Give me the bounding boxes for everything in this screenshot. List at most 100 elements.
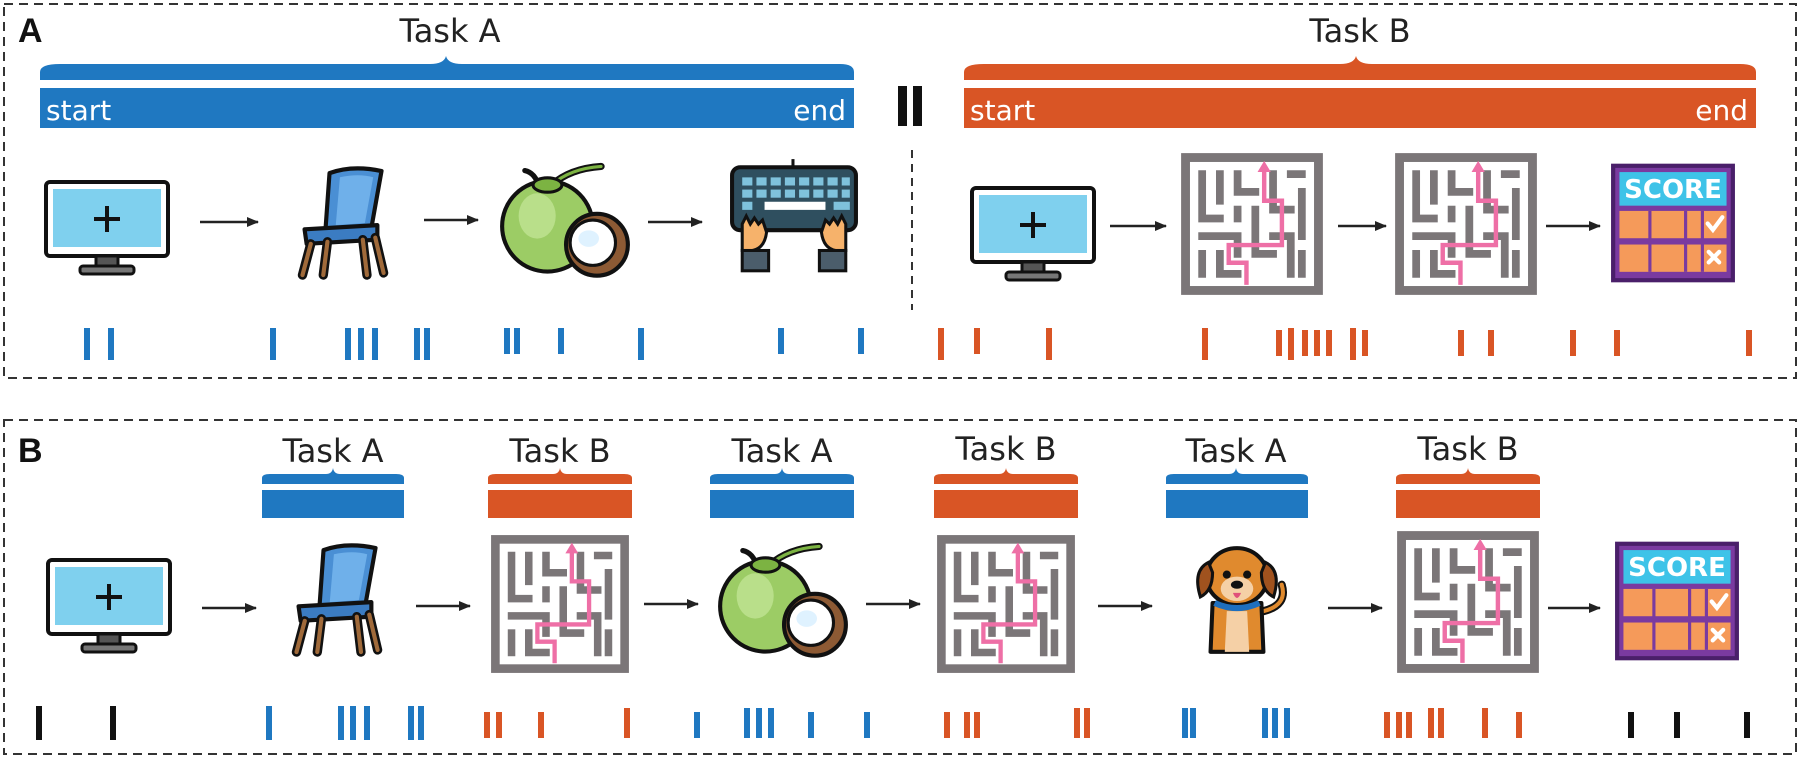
event-tick bbox=[1314, 330, 1320, 356]
event-tick bbox=[778, 328, 784, 354]
segment-bar bbox=[262, 490, 404, 518]
event-tick bbox=[1628, 712, 1634, 738]
segment-bar bbox=[488, 490, 632, 518]
panel-a-task-a-brace bbox=[40, 56, 854, 80]
segment-bar bbox=[710, 490, 854, 518]
maze-icon bbox=[1186, 158, 1319, 291]
event-tick bbox=[1406, 712, 1412, 738]
monitor-fixation-icon bbox=[48, 560, 170, 652]
panel-b-neutral-events bbox=[36, 706, 1750, 740]
event-tick bbox=[424, 328, 430, 360]
event-tick bbox=[1428, 708, 1434, 738]
event-tick bbox=[1046, 328, 1052, 360]
panel-b-segment-2: Task B bbox=[488, 432, 632, 518]
event-tick bbox=[108, 328, 114, 360]
event-tick bbox=[36, 706, 42, 740]
event-tick bbox=[1744, 712, 1750, 738]
event-tick bbox=[1326, 330, 1332, 356]
event-tick bbox=[514, 328, 520, 354]
panel-b: B Task A Task B Task A Task B Task A bbox=[3, 419, 1797, 755]
panel-b-segment-4: Task B bbox=[934, 430, 1078, 518]
event-tick bbox=[1302, 330, 1308, 356]
panel-a-task-b-start-label: start bbox=[970, 94, 1035, 127]
keyboard-typing-icon bbox=[732, 159, 856, 271]
event-tick bbox=[1276, 330, 1282, 356]
event-tick bbox=[1746, 330, 1752, 356]
panel-b-label: B bbox=[18, 432, 43, 470]
pause-icon-bar-right bbox=[913, 86, 922, 126]
event-tick bbox=[408, 706, 414, 740]
event-tick bbox=[1458, 330, 1464, 356]
event-tick bbox=[864, 712, 870, 738]
event-tick bbox=[84, 328, 90, 360]
panel-a: A Task A start end Task B start end SCOR… bbox=[3, 3, 1797, 379]
panel-a-task-a-start-label: start bbox=[46, 94, 111, 127]
maze-icon bbox=[1402, 536, 1535, 669]
coconut-icon bbox=[502, 166, 628, 275]
chair-icon bbox=[302, 168, 383, 275]
segment-title: Task A bbox=[730, 432, 832, 470]
event-tick bbox=[1350, 328, 1356, 360]
panel-a-task-a-end-label: end bbox=[793, 94, 846, 127]
event-tick bbox=[338, 706, 344, 740]
maze-icon bbox=[495, 539, 624, 668]
panel-a-task-b-bar bbox=[964, 88, 1756, 128]
segment-brace bbox=[934, 468, 1078, 484]
segment-title: Task A bbox=[1184, 432, 1286, 470]
event-tick bbox=[266, 706, 272, 740]
panel-a-score-label: SCORE bbox=[1624, 175, 1722, 205]
event-tick bbox=[1362, 330, 1368, 356]
event-tick bbox=[364, 706, 370, 740]
event-tick bbox=[1272, 708, 1278, 738]
event-tick bbox=[756, 708, 762, 738]
event-tick bbox=[744, 708, 750, 738]
event-tick bbox=[372, 328, 378, 360]
event-tick bbox=[270, 328, 276, 360]
segment-brace bbox=[262, 468, 404, 484]
event-tick bbox=[938, 328, 944, 360]
panel-b-score-label: SCORE bbox=[1628, 553, 1726, 583]
segment-brace bbox=[1396, 468, 1540, 484]
segment-brace bbox=[488, 468, 632, 484]
segment-bar bbox=[1396, 490, 1540, 518]
segment-brace bbox=[1166, 468, 1308, 484]
event-tick bbox=[414, 328, 420, 360]
segment-title: Task B bbox=[508, 432, 610, 470]
event-tick bbox=[358, 328, 364, 360]
event-tick bbox=[944, 712, 950, 738]
event-tick bbox=[1674, 712, 1680, 738]
segment-title: Task B bbox=[1416, 430, 1518, 468]
event-tick bbox=[694, 712, 700, 738]
panel-a-task-b-end-label: end bbox=[1695, 94, 1748, 127]
event-tick bbox=[638, 328, 644, 360]
event-tick bbox=[768, 708, 774, 738]
panel-a-task-b-title: Task B bbox=[1308, 12, 1410, 50]
pause-icon-bar-left bbox=[898, 86, 907, 126]
segment-bar bbox=[934, 490, 1078, 518]
segment-title: Task B bbox=[954, 430, 1056, 468]
panel-a-task-b-brace bbox=[964, 56, 1756, 80]
maze-icon bbox=[1400, 158, 1533, 291]
event-tick bbox=[110, 706, 116, 740]
event-tick bbox=[1438, 708, 1444, 738]
event-tick bbox=[1482, 708, 1488, 738]
panel-a-task-a-bar bbox=[40, 88, 854, 128]
event-tick bbox=[1284, 708, 1290, 738]
event-tick bbox=[350, 706, 356, 740]
event-tick bbox=[974, 328, 980, 354]
segment-title: Task A bbox=[281, 432, 383, 470]
event-tick bbox=[1288, 328, 1294, 360]
panel-b-segment-1: Task A bbox=[262, 432, 404, 518]
panel-b-task-a-events bbox=[266, 706, 1290, 740]
event-tick bbox=[858, 328, 864, 354]
event-tick bbox=[974, 712, 980, 738]
event-tick bbox=[1190, 708, 1196, 738]
segment-brace bbox=[710, 468, 854, 484]
panel-b-frame bbox=[3, 419, 1797, 755]
event-tick bbox=[1488, 330, 1494, 356]
event-tick bbox=[1384, 712, 1390, 738]
panel-b-segment-3: Task A bbox=[710, 432, 854, 518]
panel-b-task-b-events bbox=[484, 708, 1522, 738]
panel-a-task-a-events bbox=[84, 328, 864, 360]
